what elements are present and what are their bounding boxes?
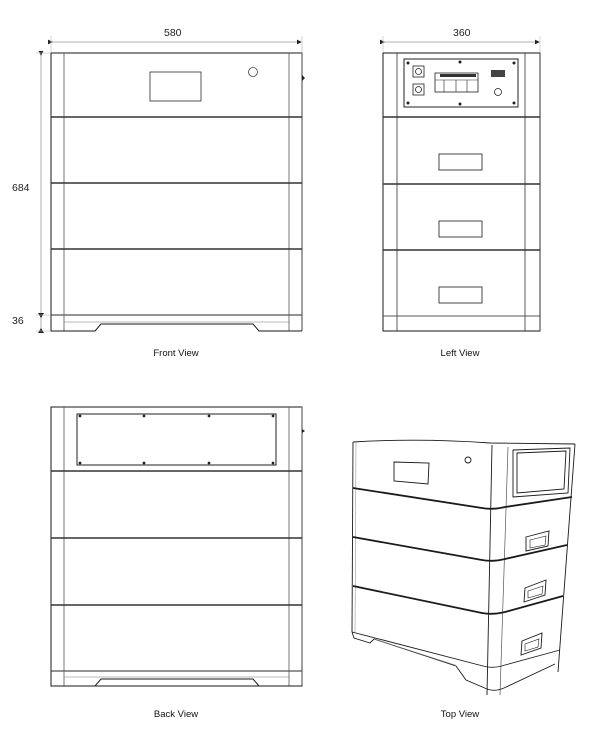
handle xyxy=(438,220,483,238)
isometric-view xyxy=(351,439,576,696)
view-label-back: Back View xyxy=(153,709,199,720)
iso-display xyxy=(393,461,430,485)
power-button xyxy=(248,67,258,77)
view-label-front: Front View xyxy=(153,348,199,359)
dimension-width-front: 580 xyxy=(164,27,182,39)
dimension-height-total: 684 xyxy=(12,182,30,194)
back-cover-plate xyxy=(76,413,277,466)
view-label-left: Left View xyxy=(440,348,480,359)
dimension-width-side: 360 xyxy=(453,27,471,39)
handle xyxy=(438,153,483,171)
back-view xyxy=(50,406,305,687)
dimension-height-base: 36 xyxy=(12,315,24,327)
connector-panel xyxy=(403,58,519,108)
display-screen xyxy=(149,71,202,102)
iso-button xyxy=(464,456,472,464)
handle xyxy=(438,286,483,304)
view-label-top: Top View xyxy=(440,709,480,720)
front-view xyxy=(36,36,305,333)
left-view xyxy=(380,36,541,332)
